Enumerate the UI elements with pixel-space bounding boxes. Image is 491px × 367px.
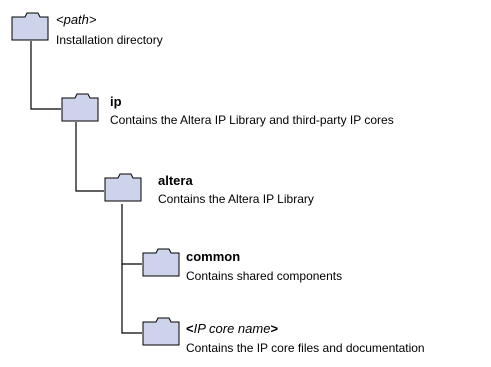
node-title-ip: ip (110, 94, 122, 109)
node-title-ip-core-name: <IP core name> (186, 321, 278, 337)
node-description-altera: Contains the Altera IP Library (158, 192, 314, 206)
folder-icon (104, 173, 142, 202)
folder-icon (61, 93, 99, 122)
node-description-common: Contains shared components (186, 269, 343, 283)
title-suffix: > (270, 321, 279, 336)
connector-root-to-ip (30, 41, 61, 110)
folder-icon (142, 248, 180, 277)
node-description-path: Installation directory (56, 33, 163, 47)
folder-icon (11, 12, 49, 41)
node-description-ip: Contains the Altera IP Library and third… (110, 113, 394, 127)
folder-icon (142, 317, 180, 346)
node-title-path: <path> (56, 12, 97, 27)
node-title-altera: altera (158, 173, 193, 188)
connector-ip-to-altera (75, 122, 104, 192)
title-italic-text: IP core name (193, 321, 271, 336)
title-prefix: < (186, 321, 194, 336)
node-title-common: common (186, 249, 241, 264)
connector-altera-to-common (121, 204, 142, 265)
connector-altera-to-ipcore (121, 264, 142, 334)
node-description-ip-core-name: Contains the IP core files and documenta… (186, 341, 425, 355)
